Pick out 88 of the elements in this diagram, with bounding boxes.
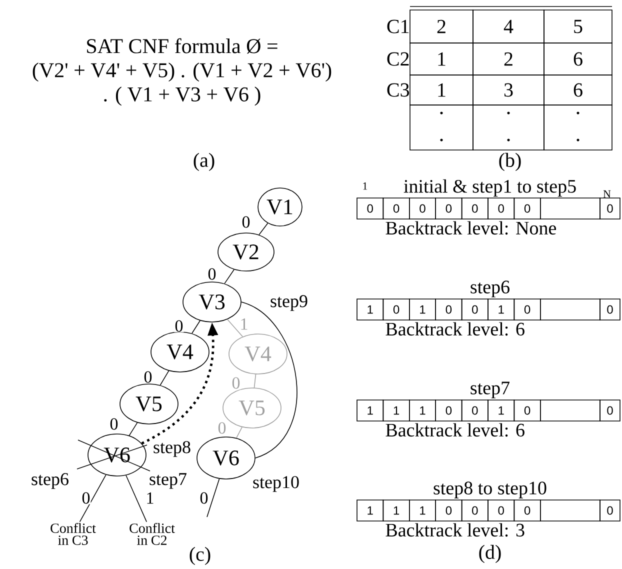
- array-cell: 1: [356, 400, 384, 422]
- array-cell: 1: [382, 500, 410, 522]
- row-label: C1: [387, 20, 409, 34]
- table-cell: 3: [472, 74, 544, 106]
- table-cell: 1: [410, 74, 474, 106]
- branch-line: [206, 478, 220, 518]
- edge-label: 0: [199, 492, 209, 504]
- conflict-text: Conflict in C2: [130, 522, 175, 545]
- table-cell: 5: [544, 10, 612, 44]
- table-cell: 1: [410, 42, 474, 76]
- panel-label: (d): [479, 544, 501, 564]
- row-label: C3: [387, 83, 410, 97]
- array-cell: 0: [461, 500, 488, 522]
- edge-label: step8: [152, 440, 192, 458]
- array-cell: 1: [356, 298, 384, 320]
- step-label: step6: [32, 473, 68, 489]
- array-cell: 0: [435, 400, 462, 422]
- array-cell: 0: [488, 198, 515, 220]
- table-cell: 2: [472, 42, 544, 76]
- edge-label: step9: [270, 294, 308, 312]
- edge-label: 1: [145, 492, 155, 504]
- table-cell: 4: [472, 10, 544, 44]
- array-cell: 0: [488, 500, 515, 522]
- formula-text: SAT CNF formula Ø = (V2' + V4' + V5) . (V1 + V2 + V6') . ( V1 + V3 + V6 ): [32, 38, 332, 106]
- array-cell: 0: [600, 198, 620, 220]
- backtrack-text: Backtrack level: 3: [386, 523, 524, 537]
- index-label: 1: [363, 182, 368, 190]
- array-cell: 0: [461, 198, 488, 220]
- step-heading: step8 to step10: [434, 482, 546, 498]
- edge-label: 0: [143, 370, 153, 384]
- edge-label: 0: [207, 268, 217, 280]
- array-cell: 0: [382, 198, 410, 220]
- step-label: step7: [150, 473, 186, 489]
- step-heading: step7: [470, 382, 510, 398]
- branch-line: [254, 374, 256, 388]
- array-cell: 0: [461, 400, 488, 422]
- array-cell: 1: [409, 400, 436, 422]
- array-cell: 1: [382, 400, 410, 422]
- array-cell: 0: [600, 400, 620, 422]
- array-cell: 0: [435, 298, 462, 320]
- branch-line: [126, 474, 147, 522]
- panel-label: (a): [194, 152, 214, 172]
- branch-line: [236, 426, 242, 438]
- step-label: step10: [253, 476, 299, 492]
- array-cell: 0: [600, 298, 620, 320]
- backtrack-text: Backtrack level: 6: [386, 423, 524, 437]
- branch-line: [224, 269, 234, 284]
- array-cell: 0: [382, 298, 410, 320]
- array-cell: 0: [514, 500, 541, 522]
- arc-line: [241, 302, 298, 458]
- edge-label: 0: [231, 376, 241, 390]
- branch-line: [226, 318, 244, 337]
- branch-line: [258, 222, 268, 236]
- array-cell: 1: [488, 298, 515, 320]
- panel-label: (b): [499, 152, 521, 172]
- array-cell: 1: [488, 400, 515, 422]
- branch-line: [128, 422, 138, 436]
- step-heading: initial & step1 to step5: [404, 179, 576, 197]
- row-label: C2: [387, 52, 409, 66]
- edge-label: 0: [241, 216, 251, 228]
- array-cell: 0: [514, 198, 541, 220]
- array-cell: 0: [514, 400, 541, 422]
- edge-label: 0: [109, 418, 119, 430]
- edge-label: 1: [239, 318, 249, 330]
- array-cell: 0: [435, 198, 462, 220]
- array-cell: 0: [514, 298, 541, 320]
- table-cell: 6: [544, 42, 612, 76]
- array-cell: 0: [356, 198, 384, 220]
- array-cell: 1: [356, 500, 384, 522]
- edge-label: 0: [174, 320, 184, 332]
- backtrack-text: Backtrack level: 6: [386, 322, 524, 336]
- index-label: N: [603, 190, 611, 198]
- array-cell: 1: [409, 500, 436, 522]
- array-cell: 0: [600, 500, 620, 522]
- branch-line: [160, 370, 170, 386]
- array-cell: 0: [435, 500, 462, 522]
- table-cell: 2: [410, 10, 474, 44]
- edge-label: 0: [81, 492, 91, 504]
- branch-line: [192, 320, 200, 334]
- branch-line: [79, 474, 106, 522]
- panel-label: (c): [190, 546, 210, 566]
- table-cell: 6: [544, 74, 612, 106]
- array-cell: 1: [409, 298, 436, 320]
- step-heading: step6: [470, 280, 510, 298]
- backtrack-text: Backtrack level: None: [386, 221, 556, 235]
- conflict-text: Conflict in C3: [50, 522, 96, 545]
- array-cell: 0: [409, 198, 436, 220]
- array-cell: 0: [461, 298, 488, 320]
